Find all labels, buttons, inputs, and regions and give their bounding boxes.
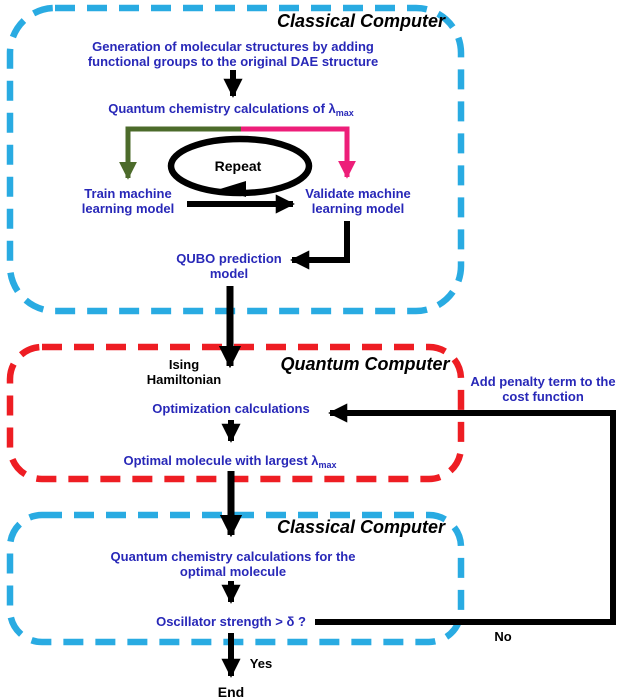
ising-line2: Hamiltonian	[146, 372, 222, 387]
validate-line2: learning model	[311, 201, 405, 216]
train-model-node: Train machine learning model	[82, 186, 174, 216]
arrow-validate-to-qubo	[290, 221, 350, 270]
penalty-line1: Add penalty term to the	[470, 374, 616, 389]
generation-node: Generation of molecular structures by ad…	[88, 39, 378, 69]
validate-model-node: Validate machine learning model	[305, 186, 411, 216]
section-title-classical-bottom: Classical Computer	[276, 517, 446, 537]
lambda-calculation-node: Quantum chemistry calculations of λmax	[108, 101, 354, 121]
generation-line2: functional groups to the original DAE st…	[87, 54, 379, 69]
qubo-line2: model	[209, 266, 249, 281]
optimal-molecule-node: Optimal molecule with largest λmax	[123, 453, 336, 473]
optimal-molecule-text: Optimal molecule with largest λ	[123, 453, 319, 468]
qchem-optimal-node: Quantum chemistry calculations for the o…	[111, 549, 356, 579]
qchem-optimal-line1: Quantum chemistry calculations for the	[110, 549, 356, 564]
qubo-model-node: QUBO prediction model	[176, 251, 281, 281]
train-line1: Train machine	[84, 186, 172, 201]
ising-line1: Ising	[168, 357, 200, 372]
qchem-optimal-line2: optimal molecule	[179, 564, 287, 579]
classical-computer-frame-top	[6, 4, 465, 315]
arrow-penalty-feedback	[315, 403, 616, 625]
validate-line1: Validate machine	[305, 186, 411, 201]
penalty-line2: cost function	[502, 389, 584, 404]
repeat-label: Repeat	[214, 158, 262, 174]
no-branch-label: No	[494, 629, 512, 644]
arrow-to-validate	[241, 126, 356, 179]
train-line2: learning model	[81, 201, 175, 216]
arrow-to-train	[119, 126, 243, 180]
lambda-subscript: max	[335, 108, 354, 118]
section-title-classical-top: Classical Computer	[276, 11, 446, 31]
oscillator-decision-node: Oscillator strength > δ ?	[156, 614, 306, 629]
penalty-term-node: Add penalty term to the cost function	[470, 374, 615, 404]
ising-hamiltonian-label: Ising Hamiltonian	[147, 357, 221, 387]
section-title-quantum: Quantum Computer	[280, 354, 450, 374]
generation-line1: Generation of molecular structures by ad…	[92, 39, 374, 54]
optimization-node: Optimization calculations	[152, 401, 310, 416]
yes-branch-label: Yes	[249, 656, 273, 671]
end-node: End	[217, 684, 245, 700]
repeat-loop-arrowhead	[220, 181, 246, 197]
qubo-line1: QUBO prediction	[176, 251, 282, 266]
optimal-lambda-subscript: max	[318, 460, 337, 470]
lambda-calculation-text: Quantum chemistry calculations of λ	[108, 101, 336, 116]
